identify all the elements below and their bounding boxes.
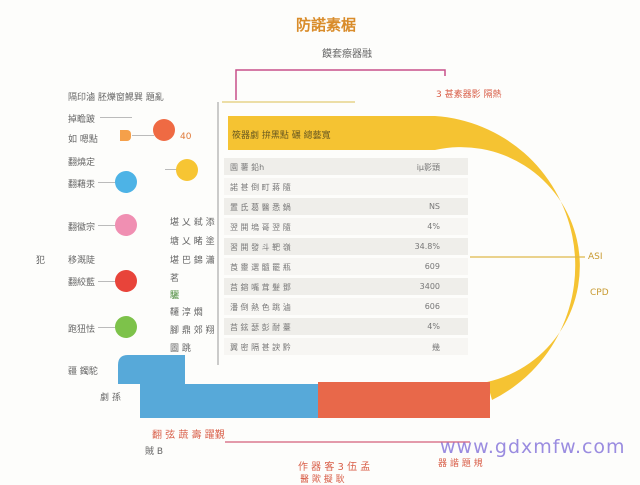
orange-dot-icon <box>153 119 175 141</box>
orange-marker-icon <box>120 130 131 141</box>
table-header: 筱器劇 拚黑點 碾 總藝寬 <box>232 131 331 141</box>
bottom-right-label: 器 諧 題 規 <box>438 459 483 469</box>
bottom-left-sub: 賊 B <box>145 447 164 457</box>
watermark: www.gdxmfw.com <box>440 436 626 458</box>
left-label: 翻燒定 <box>68 158 96 168</box>
pink-bracket <box>235 69 446 100</box>
bottom-center-sub: 醫 歟 擬 耿 <box>300 475 345 485</box>
red-band <box>318 382 490 418</box>
note-value: 40 <box>180 132 192 142</box>
left-label: 翻藉汞 <box>68 180 96 190</box>
bottom-center-label: 作 器 客 3 伍 孟 <box>298 462 371 473</box>
left-label: 隔印滷 胚爍窗鰓巽 題亂 <box>68 93 164 103</box>
left-label: 劇 孫 <box>100 393 121 403</box>
table-row: 翼 密 隔 甚 諛 黔幾 <box>224 338 468 355</box>
top-annotation: 3 甚素器影 隔熱 <box>436 90 502 100</box>
blue-band <box>118 355 320 418</box>
left-label: 掉瞻跛 <box>68 115 96 125</box>
middle-label: 堪 巴 錦 瀟 <box>170 256 215 266</box>
yellow-band <box>228 116 580 400</box>
bottom-left-label: 翻 弦 蔬 壽 躍覲 <box>152 430 225 441</box>
page-title: 防諾素椐 <box>296 16 357 34</box>
middle-label: 腳 鼎 郊 翔 <box>170 326 215 336</box>
right-label-lower: CPD <box>590 288 609 298</box>
middle-label: 韆 淳 燜 <box>170 308 203 318</box>
middle-label: 驪 <box>170 291 180 301</box>
left-label: 如 嗯點 <box>68 135 98 145</box>
middle-label: 茗 <box>170 274 180 284</box>
table-row: 諾 甚 倒 町 蔣 隨 <box>224 178 468 195</box>
pink-dot-icon <box>115 214 137 236</box>
left-label: 疆 鐲駝 <box>68 367 98 377</box>
left-label: 跑狃怯 <box>68 325 96 335</box>
middle-label: 圖 跳 <box>170 344 191 354</box>
left-label: 移溉陡 <box>68 256 96 266</box>
middle-label: 堪 乂 弒 添 <box>170 218 215 228</box>
left-label: 翻徽宗 <box>68 223 96 233</box>
side-label: 犯 <box>36 256 46 266</box>
green-dot-icon <box>115 316 137 338</box>
left-label: 翻絞藍 <box>68 278 96 288</box>
yellow-dot-icon <box>176 159 198 181</box>
right-label-mid: ASI <box>588 252 603 262</box>
middle-label: 塘 乂 睹 塗 <box>170 237 215 247</box>
red-dot-icon <box>115 270 137 292</box>
blue-dot-icon <box>115 171 137 193</box>
page-subtitle: 饃套瘵器融 <box>322 49 372 60</box>
